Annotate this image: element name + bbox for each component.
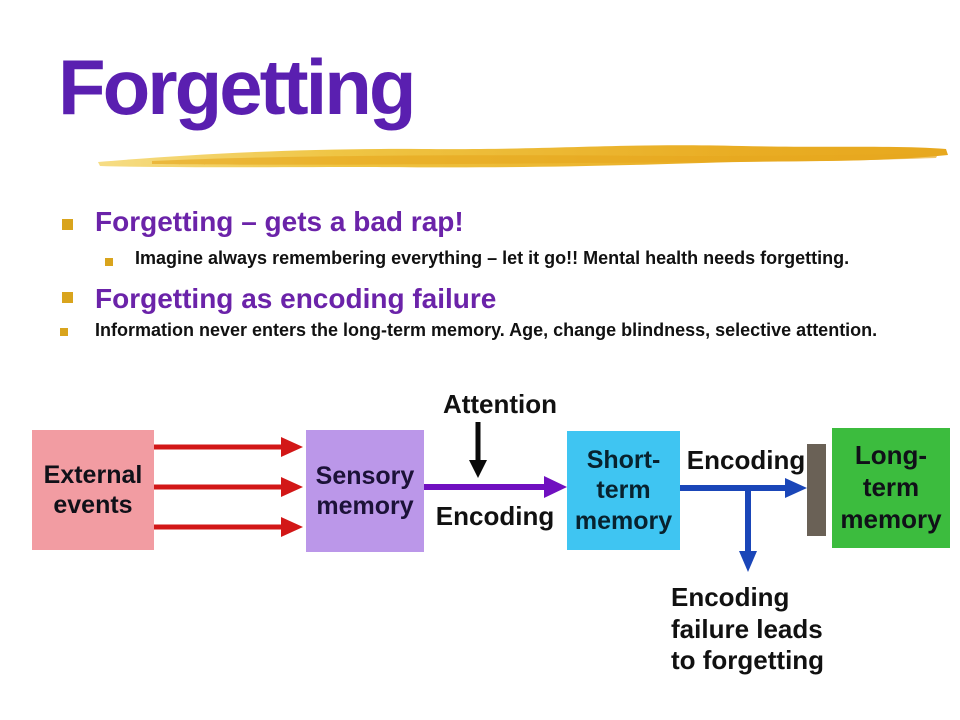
sensory-memory-box: Sensory memory	[306, 430, 424, 552]
sub-bullet-marker	[105, 258, 113, 266]
red-arrow-middle	[152, 477, 303, 497]
external-events-box: External events	[32, 430, 154, 550]
attention-label: Attention	[442, 389, 558, 419]
short-term-memory-box: Short- term memory	[567, 431, 680, 550]
bullet-marker	[62, 292, 73, 303]
encoding-label-sensory: Encoding	[435, 501, 555, 531]
red-arrow-bottom	[152, 517, 303, 537]
encoding-failure-label: Encoding failure leads to forgetting	[671, 582, 825, 676]
encoding-barrier-bar	[807, 444, 826, 536]
bullet-text-information: Information never enters the long-term m…	[95, 320, 878, 340]
encoding-label-short: Encoding	[686, 445, 806, 475]
bullet-text-encoding-failure: Forgetting as encoding failure	[95, 283, 497, 314]
red-arrow-top	[152, 437, 303, 457]
attention-down-arrow	[469, 422, 487, 478]
brush-stroke-underline	[98, 145, 948, 168]
long-term-memory-box: Long- term memory	[832, 428, 950, 548]
bullet-marker	[60, 328, 68, 336]
blue-encoding-arrow	[680, 478, 807, 498]
bullet-marker	[62, 219, 73, 230]
slide-title: Forgetting	[58, 43, 417, 131]
blue-failure-down-arrow	[739, 488, 757, 572]
purple-encoding-arrow	[424, 476, 567, 498]
diagram-arrows-layer	[152, 422, 826, 572]
bullet-text-bad-rap: Forgetting – gets a bad rap!	[95, 206, 464, 237]
bullet-text-imagine: Imagine always remembering everything – …	[135, 248, 850, 268]
